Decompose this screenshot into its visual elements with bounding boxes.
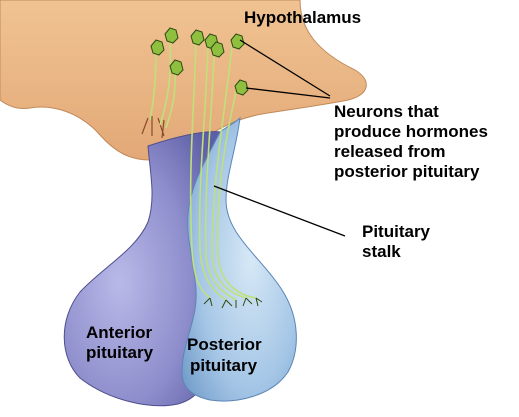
label-neurons-line3: released from bbox=[334, 142, 446, 161]
label-hypothalamus: Hypothalamus bbox=[244, 8, 361, 27]
label-stalk-line2: stalk bbox=[362, 242, 401, 261]
label-neurons-line2: produce hormones bbox=[334, 122, 488, 141]
label-neurons-line4: posterior pituitary bbox=[334, 162, 480, 181]
label-anterior-line2: pituitary bbox=[86, 343, 154, 362]
label-posterior-line1: Posterior bbox=[187, 335, 262, 354]
label-posterior-line2: pituitary bbox=[190, 356, 258, 375]
label-anterior-line1: Anterior bbox=[86, 323, 153, 342]
label-stalk-line1: Pituitary bbox=[362, 222, 431, 241]
label-neurons-line1: Neurons that bbox=[334, 102, 439, 121]
